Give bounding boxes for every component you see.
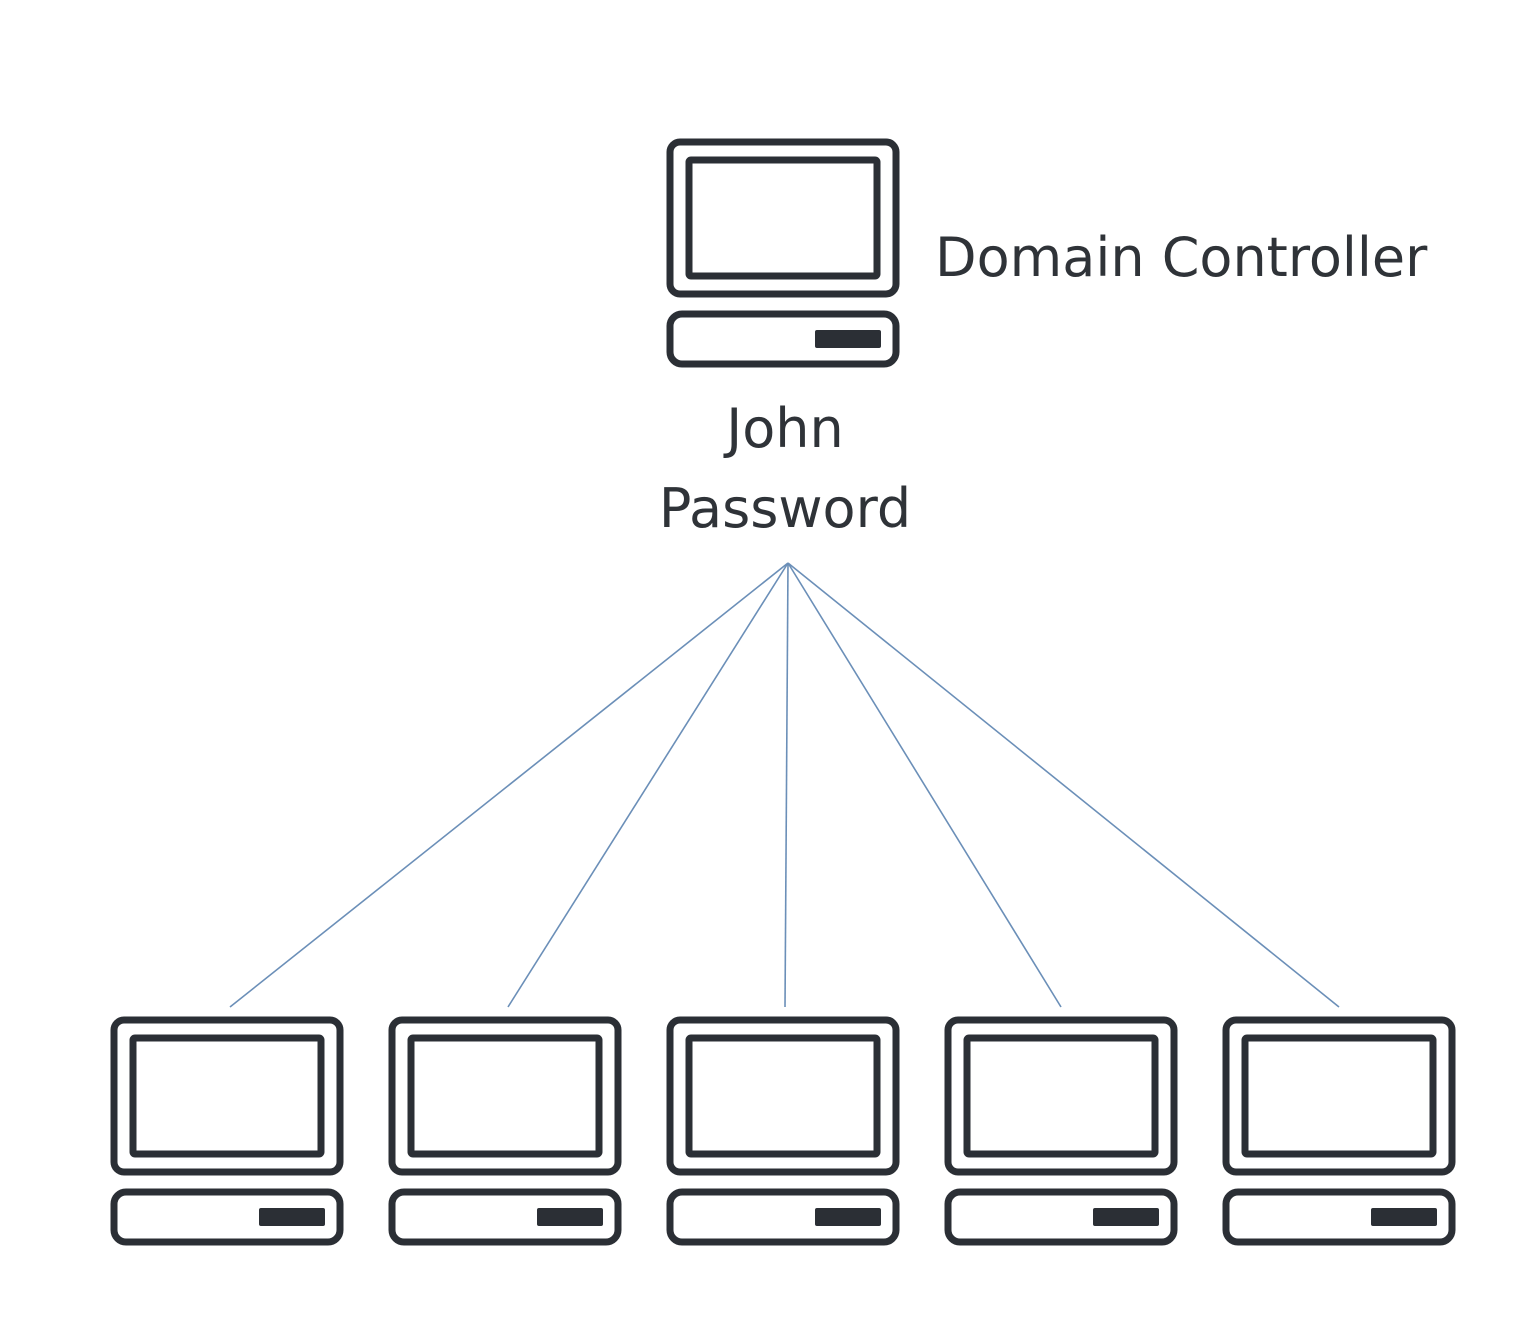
connector-line: [507, 562, 789, 1008]
screen: [685, 1034, 881, 1158]
drive-slot: [815, 1208, 881, 1226]
client-computers: [110, 1016, 1456, 1246]
monitor-frame: [666, 1016, 900, 1176]
credential-password: Password: [659, 477, 911, 540]
monitor-frame: [944, 1016, 1178, 1176]
computer-base: [388, 1188, 622, 1246]
credential-username: John: [723, 397, 843, 460]
computer-base: [110, 1188, 344, 1246]
desktop-computer-icon: [388, 1016, 622, 1246]
domain-controller-label: Domain Controller: [935, 226, 1428, 289]
screen: [407, 1034, 603, 1158]
desktop-computer-icon: [1222, 1016, 1456, 1246]
screen: [685, 156, 881, 280]
desktop-computer-icon: [110, 1016, 344, 1246]
monitor-frame: [1222, 1016, 1456, 1176]
screen: [963, 1034, 1159, 1158]
connector-line: [787, 562, 1340, 1008]
drive-slot: [1371, 1208, 1437, 1226]
connector-line: [784, 562, 789, 1008]
monitor-frame: [666, 138, 900, 298]
computer-base: [666, 310, 900, 368]
connector-line: [787, 562, 1062, 1008]
computer-base: [1222, 1188, 1456, 1246]
computer-base: [944, 1188, 1178, 1246]
drive-slot: [815, 330, 881, 348]
computer-base: [666, 1188, 900, 1246]
desktop-computer-icon: [666, 138, 900, 368]
drive-slot: [259, 1208, 325, 1226]
drive-slot: [537, 1208, 603, 1226]
drive-slot: [1093, 1208, 1159, 1226]
monitor-frame: [110, 1016, 344, 1176]
desktop-computer-icon: [944, 1016, 1178, 1246]
desktop-computer-icon: [666, 1016, 900, 1246]
screen: [129, 1034, 325, 1158]
screen: [1241, 1034, 1437, 1158]
connector-line: [229, 562, 789, 1008]
domain-controller-node: [666, 138, 900, 368]
monitor-frame: [388, 1016, 622, 1176]
connector-lines: [229, 562, 1340, 1008]
